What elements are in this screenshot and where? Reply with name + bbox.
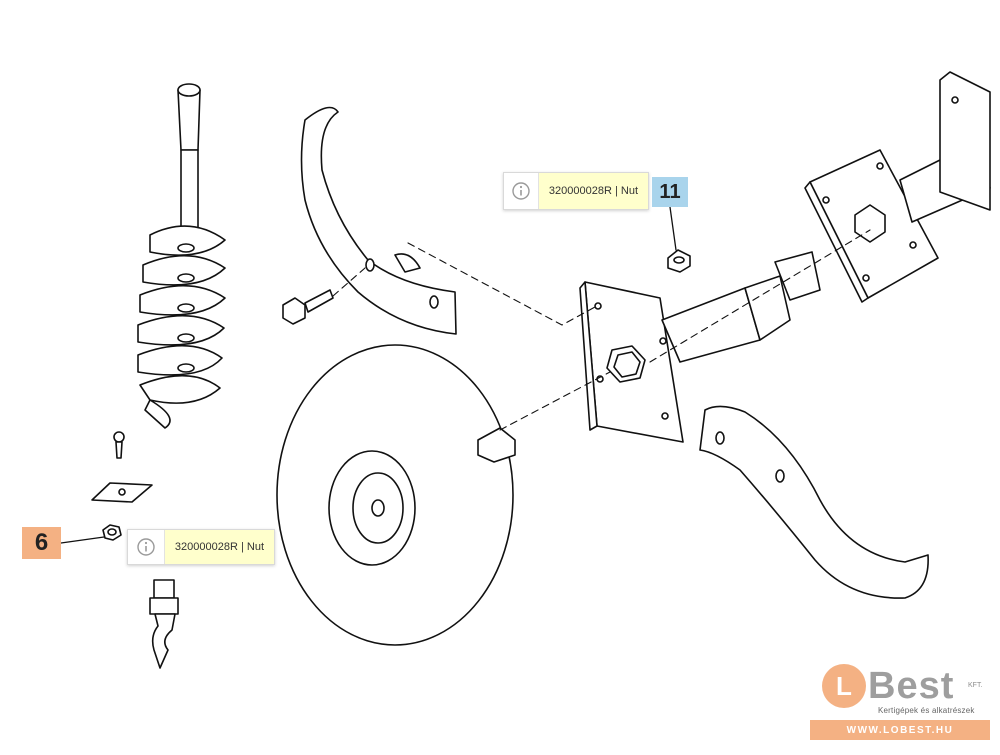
assembly-lines xyxy=(332,229,871,431)
nut-6-drawing xyxy=(102,524,122,541)
callout-11[interactable]: 11 xyxy=(652,177,688,207)
blade-top-drawing xyxy=(300,106,457,335)
logo-word: Best xyxy=(868,665,955,707)
right-flange-drawing xyxy=(804,71,991,303)
info-circle-icon xyxy=(128,530,165,564)
bolt-drawing xyxy=(282,289,334,325)
logo-url-bar: WWW.LOBEST.HU xyxy=(810,720,990,740)
callout-number: 11 xyxy=(659,180,681,203)
callout-leaders xyxy=(60,206,677,544)
part-label: 320000028R | Nut xyxy=(538,173,648,209)
callout-number: 6 xyxy=(34,529,49,556)
info-circle-icon-glyph xyxy=(512,182,530,200)
part-info-tooltip-11[interactable]: 320000028R | Nut xyxy=(503,172,649,210)
info-circle-icon-glyph xyxy=(137,538,155,556)
disc-drawing xyxy=(276,344,516,646)
info-circle-icon xyxy=(504,173,539,209)
part-label: 320000028R | Nut xyxy=(164,530,274,564)
lobest-logo: L Best KFT. Kertigépek és alkatrészek WW… xyxy=(808,660,993,742)
drill-bit-drawing xyxy=(149,579,179,669)
logo-kft: KFT. xyxy=(968,682,983,689)
logo-letter-circle: L xyxy=(822,664,866,708)
auger-drawing xyxy=(137,83,226,429)
callout-6[interactable]: 6 xyxy=(22,527,61,559)
screw-and-plate xyxy=(91,431,153,503)
logo-url: WWW.LOBEST.HU xyxy=(846,724,954,736)
logo-tagline: Kertigépek és alkatrészek xyxy=(878,706,975,715)
logo-letter: L xyxy=(836,670,852,701)
flange-assembly-drawing xyxy=(579,251,821,443)
nut-11-drawing xyxy=(667,249,691,273)
blade-bottom-drawing xyxy=(699,405,929,599)
part-info-tooltip-6[interactable]: 320000028R | Nut xyxy=(127,529,275,565)
